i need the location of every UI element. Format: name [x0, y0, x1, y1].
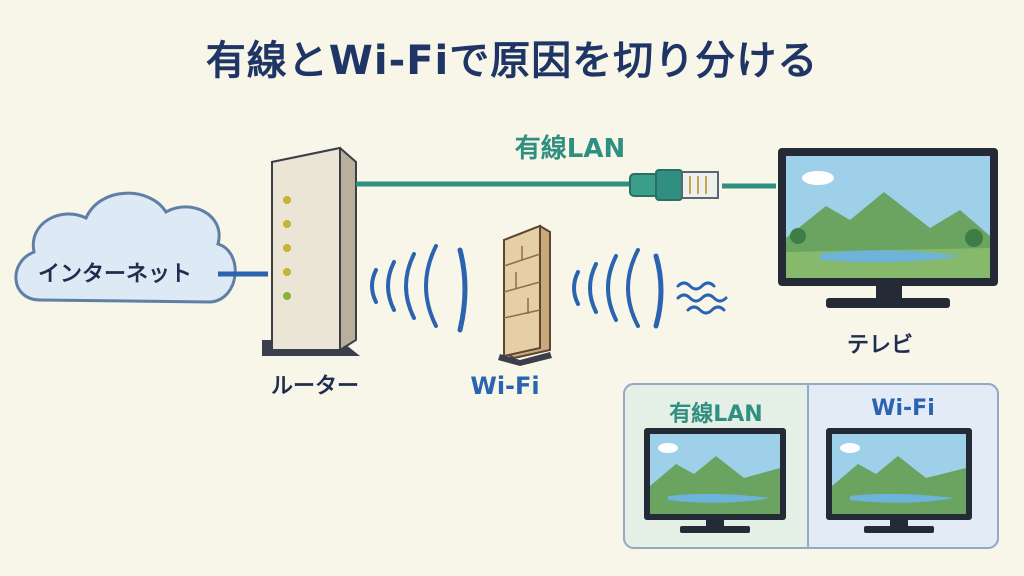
cloud-icon [14, 191, 237, 304]
lan-plug-icon [629, 169, 719, 201]
router-label: ルーター [270, 374, 359, 399]
internet-label: インターネット [37, 262, 192, 287]
tv-wifi-icon [826, 428, 972, 533]
wall-icon [498, 224, 552, 366]
wifi-label: Wi-Fi [470, 372, 540, 400]
interference-icon [676, 281, 728, 315]
wifi-waves-after-wall-icon [572, 248, 664, 329]
diagram-title: 有線とWi-Fiで原因を切り分ける [205, 38, 819, 84]
tv-icon [778, 148, 998, 308]
comparison-wifi-label: Wi-Fi [871, 396, 935, 421]
wired-lan-label: 有線LAN [514, 134, 626, 164]
tv-label: テレビ [846, 333, 913, 358]
tv-wired-icon [644, 428, 786, 533]
lan-cable [356, 181, 776, 189]
comparison-wired-label: 有線LAN [669, 402, 763, 427]
wifi-waves-icon [370, 244, 468, 333]
router-icon [262, 146, 360, 356]
